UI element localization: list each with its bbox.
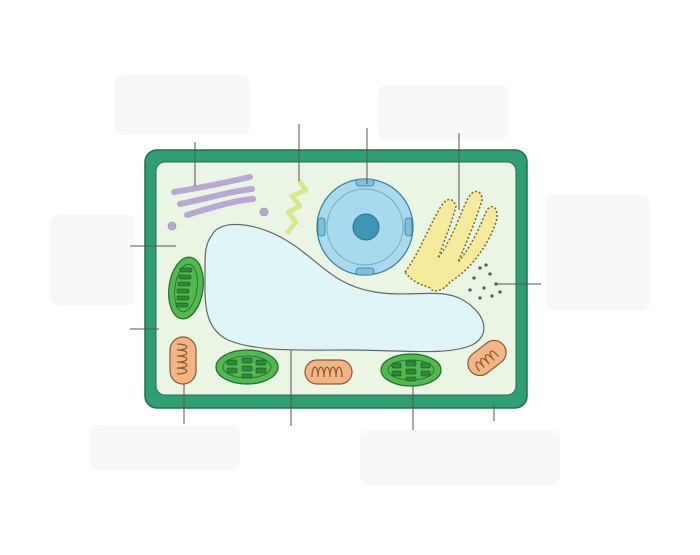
mitochondrion-bottom-center	[304, 359, 353, 385]
leader-lines	[130, 124, 541, 430]
chloroplast-left	[168, 256, 204, 320]
mitochondrion-left	[169, 336, 197, 385]
nucleus	[316, 178, 414, 276]
chloroplast-bottom-right	[380, 353, 442, 387]
chloroplast-bottom-left	[215, 349, 279, 385]
endoplasmic-reticulum	[404, 190, 498, 292]
mitochondrion-right	[467, 339, 507, 377]
central-vacuole	[204, 223, 485, 353]
golgi-apparatus	[167, 174, 269, 231]
blank-label-areas	[50, 75, 650, 485]
ribosomes	[468, 263, 502, 300]
nuclear-pores	[317, 178, 413, 276]
nucleolus	[352, 213, 380, 241]
lysosome	[285, 179, 309, 235]
